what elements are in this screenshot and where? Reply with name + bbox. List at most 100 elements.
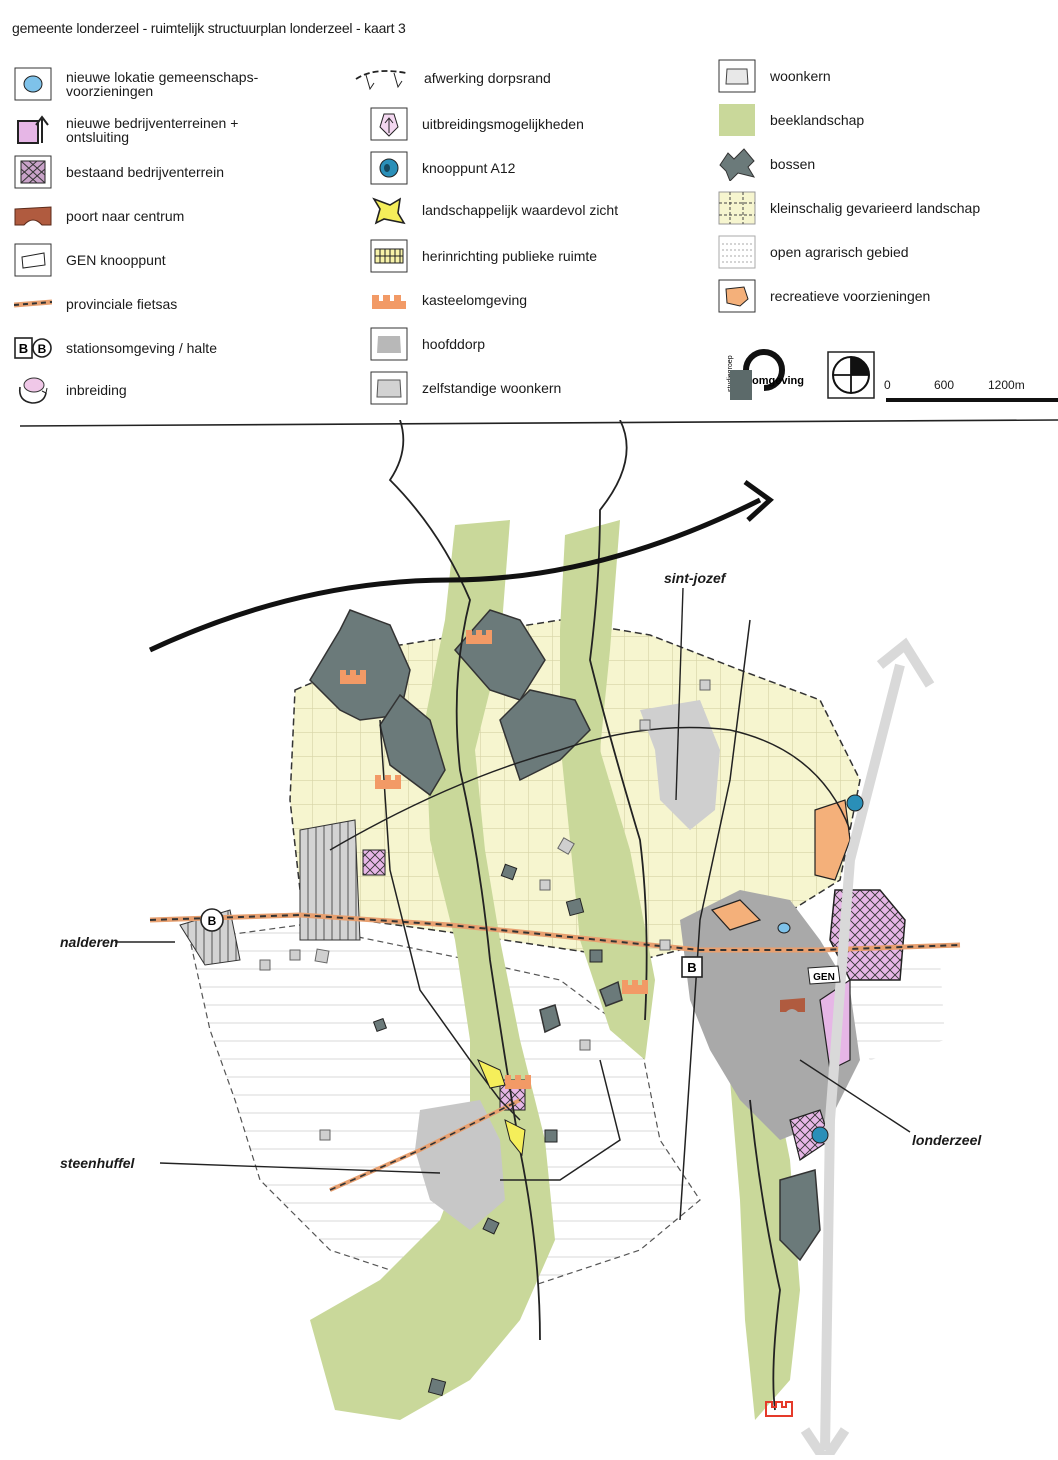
legend-label: bestaand bedrijventerrein: [66, 164, 224, 180]
legend-item-independent-core: zelfstandige woonkern: [370, 368, 561, 408]
sint-jozef-core: [640, 700, 720, 830]
legend-item-gate: poort naar centrum: [14, 196, 184, 236]
brook-landscape-icon: [718, 103, 756, 137]
legend-item-cycle: provinciale fietsas: [14, 284, 177, 324]
legend-item-forest: bossen: [718, 144, 815, 184]
scale-tick-1200: 1200m: [988, 378, 1025, 392]
structure-map: B B GEN: [0, 419, 1058, 1460]
new-business-park-icon: [14, 113, 52, 147]
existing-business-park-icon: [14, 155, 52, 189]
scale-tick-600: 600: [934, 378, 955, 392]
brook-landscape-east: [730, 1060, 800, 1420]
residential-cores-light: [259, 679, 711, 1141]
legend-item-infill: inbreiding: [14, 370, 127, 410]
legend-item-community-facility: nieuwe lokatie gemeenschaps- voorziening…: [14, 64, 258, 104]
castle-surroundings: [340, 630, 648, 1089]
legend-item-main-village: hoofddorp: [370, 324, 485, 364]
independent-core-icon: [370, 371, 408, 405]
gate-to-centre-icon: [14, 199, 52, 233]
gen-node-icon: [14, 243, 52, 277]
legend-item-a12: knooppunt A12: [370, 148, 515, 188]
svg-text:GEN: GEN: [813, 972, 835, 983]
gate-to-centre: [780, 998, 805, 1012]
logo-text: omgeving: [752, 375, 804, 387]
expansion-icon: [370, 107, 408, 141]
regional-landscape-arrow-head-icon: [743, 479, 774, 522]
infill-icon: [14, 373, 52, 407]
village-edge-icon: [354, 61, 410, 95]
legend-label: open agrarisch gebied: [770, 244, 909, 260]
legend-label: beeklandschap: [770, 112, 865, 128]
legend-label: kasteelomgeving: [422, 292, 528, 308]
forest-icon: [718, 147, 756, 181]
legend-item-expansion: uitbreidingsmogelijkheden: [370, 104, 584, 144]
a12-arrow-south-icon: [800, 1427, 850, 1460]
community-facility-icon: [777, 922, 791, 934]
residential-cores-dark: [372, 863, 603, 1397]
svg-text:B: B: [687, 960, 696, 975]
a12-motorway: [820, 663, 905, 1451]
legend-item-recreation: recreatieve voorzieningen: [718, 276, 930, 316]
legend-label: kleinschalig gevarieerd landschap: [770, 200, 981, 216]
north-arrow-icon: [827, 351, 875, 399]
local-routes: [329, 619, 851, 1221]
scenic-view-2: [504, 1119, 526, 1157]
legend-label: woonkern: [770, 68, 831, 84]
legend-label: zelfstandige woonkern: [422, 380, 562, 396]
svg-text:B: B: [38, 342, 47, 356]
recreation-area-east: [814, 799, 851, 881]
a12-junction-north-icon: [846, 794, 864, 812]
brook-landscape-middle: [560, 520, 655, 1060]
scenic-view-1: [477, 1059, 506, 1089]
legend-label: knooppunt A12: [422, 160, 516, 176]
legend-label: hoofddorp: [422, 336, 486, 352]
legend-label: uitbreidingsmogelijkheden: [422, 116, 584, 132]
label-londerzeel: londerzeel: [912, 1132, 982, 1148]
malderen-core: [299, 819, 361, 941]
public-space-icon: [370, 239, 408, 273]
legend-label: nieuwe lokatie gemeenschaps- voorziening…: [66, 69, 259, 99]
legend-label: nieuwe bedrijventerreinen + ontsluiting: [66, 115, 239, 145]
recreation-area-centre: [710, 899, 762, 931]
new-community-facility-icon: [14, 67, 52, 101]
legend-item-woonkern: woonkern: [718, 56, 831, 96]
a12-junction-icon: [370, 151, 408, 185]
legend-item-existing-business: bestaand bedrijventerrein: [14, 152, 224, 192]
brook-line-south: [749, 1099, 781, 1411]
legend-label: bossen: [770, 156, 816, 172]
regional-landscape-arrow: [148, 497, 762, 653]
provincial-cycle-route-south: [329, 1098, 521, 1192]
legend-item-open-agri: open agrarisch gebied: [718, 232, 909, 272]
legend-label: provinciale fietsas: [66, 296, 178, 312]
legend-label: stationsomgeving / halte: [66, 340, 217, 356]
castle-surroundings-south: [765, 1401, 793, 1417]
castle-surroundings-icon: [370, 283, 408, 317]
station-malderen: B: [200, 908, 224, 932]
scenic-view-icon: [370, 193, 408, 227]
brook-line-east: [589, 419, 648, 1021]
a12-arrow-north-icon: [876, 637, 935, 688]
map-title: gemeente londerzeel - ruimtelijk structu…: [12, 20, 406, 36]
legend-label: herinrichting publieke ruimte: [422, 248, 598, 264]
legend-label: landschappelijk waardevol zicht: [422, 202, 619, 218]
recreation-icon: [718, 279, 756, 313]
legend-label: inbreiding: [66, 382, 127, 398]
label-malderen: nalderen: [60, 934, 119, 950]
small-scale-landscape-icon: [718, 191, 756, 225]
steenhuffel-core: [415, 1100, 505, 1230]
svg-text:B: B: [208, 914, 217, 928]
open-agricultural-icon: [718, 235, 756, 269]
label-sint-jozef: sint-jozef: [664, 570, 726, 586]
legend: nieuwe lokatie gemeenschaps- voorziening…: [0, 0, 1058, 420]
legend-label: afwerking dorpsrand: [424, 70, 551, 86]
svg-text:B: B: [19, 341, 28, 356]
scale-and-north: studiegroep omgeving 0 600 1200m: [718, 340, 1058, 410]
legend-label: poort naar centrum: [66, 208, 185, 224]
provincial-cycle-route-dash: [149, 913, 961, 951]
label-leader-lines: [115, 587, 911, 1174]
legend-item-business-park: nieuwe bedrijventerreinen + ontsluiting: [14, 110, 238, 150]
legend-item-public-space: herinrichting publieke ruimte: [370, 236, 597, 276]
legend-item-village-edge: afwerking dorpsrand: [354, 58, 551, 98]
legend-item-small-scale: kleinschalig gevarieerd landschap: [718, 188, 980, 228]
